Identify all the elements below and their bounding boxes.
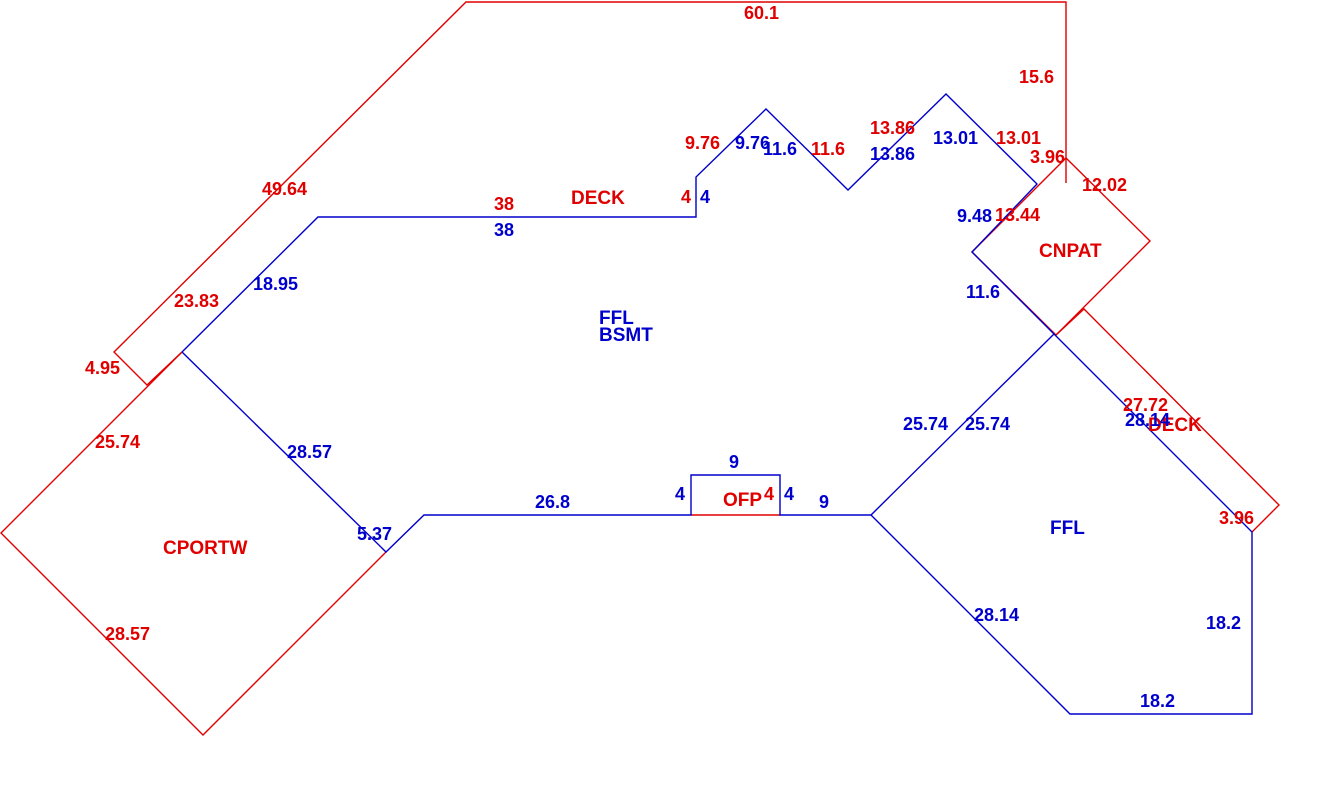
dim-red-top: 60.1 bbox=[744, 3, 779, 23]
dim-red-cportw-a: 25.74 bbox=[95, 432, 140, 452]
dim-red-cnpat-b: 13.44 bbox=[995, 205, 1040, 225]
dim-blue-left-small: 5.37 bbox=[357, 524, 392, 544]
dim-blue-mid-b: 25.74 bbox=[965, 414, 1010, 434]
dim-red-deck-right-a: 27.72 bbox=[1123, 395, 1168, 415]
dim-red-ofp-a: 4 bbox=[764, 484, 774, 504]
area-label-cnpat: CNPAT bbox=[1039, 241, 1102, 262]
ffl-bsmt-outline bbox=[181, 93, 1055, 553]
dim-blue-cnpat-left: 9.48 bbox=[957, 206, 992, 226]
dim-blue-step-a: 9.76 bbox=[735, 133, 770, 153]
dim-red-step-d: 13.01 bbox=[996, 128, 1041, 148]
dim-blue-small-b: 4 bbox=[700, 187, 710, 207]
dim-blue-lower-diag: 28.14 bbox=[974, 605, 1019, 625]
blue-dimension-labels: 38 4 9.76 11.6 13.86 13.01 9.48 11.6 18.… bbox=[253, 128, 1241, 711]
dim-blue-cnpat-lower: 11.6 bbox=[966, 282, 1000, 302]
area-label-ofp: OFP bbox=[723, 490, 762, 511]
dim-blue-step-d: 13.01 bbox=[933, 128, 978, 148]
dim-blue-step-b: 11.6 bbox=[763, 139, 797, 159]
dim-red-step-a: 9.76 bbox=[685, 133, 720, 153]
dim-red-corner-a: 3.96 bbox=[1030, 147, 1065, 167]
dim-red-diag-upper-left: 49.64 bbox=[262, 179, 307, 199]
dim-red-upper-a: 38 bbox=[494, 194, 514, 214]
dim-blue-left-diag: 18.95 bbox=[253, 274, 298, 294]
blue-outlines bbox=[181, 93, 1253, 715]
dim-blue-bottom-a: 26.8 bbox=[535, 492, 570, 512]
dim-blue-right-diag: 28.14 bbox=[1125, 410, 1170, 430]
dim-blue-mid-a: 25.74 bbox=[903, 414, 948, 434]
dim-red-left-b: 4.95 bbox=[85, 358, 120, 378]
red-outlines bbox=[0, 1, 1280, 736]
dim-blue-bottom-b: 9 bbox=[819, 492, 829, 512]
dim-blue-step-c: 13.86 bbox=[870, 144, 915, 164]
area-label-deck-top: DECK bbox=[571, 188, 625, 209]
dim-blue-ofp-right: 4 bbox=[784, 484, 794, 504]
dim-blue-bottom-right: 18.2 bbox=[1140, 691, 1175, 711]
deck-top-outline bbox=[113, 1, 1067, 386]
dim-blue-ofp-left: 4 bbox=[675, 484, 685, 504]
dim-red-right-vertical: 15.6 bbox=[1019, 67, 1054, 87]
cportw-outline bbox=[0, 351, 387, 736]
dim-red-deck-right-b: 3.96 bbox=[1219, 508, 1254, 528]
deck-right-outline bbox=[1055, 308, 1280, 533]
dim-blue-left-lower: 28.57 bbox=[287, 442, 332, 462]
area-label-ffl-right: FFL bbox=[1050, 518, 1085, 539]
area-label-deck-right: DECK bbox=[1148, 415, 1202, 436]
dim-red-small-a: 4 bbox=[681, 187, 691, 207]
red-dimension-labels: 60.1 15.6 49.64 38 4 9.76 11.6 13.86 13.… bbox=[85, 3, 1254, 644]
dim-blue-right-vertical: 18.2 bbox=[1206, 613, 1241, 633]
dim-red-left-a: 23.83 bbox=[174, 291, 219, 311]
area-labels: DECK FFL BSMT CNPAT DECK CPORTW FFL OFP bbox=[163, 188, 1202, 559]
dim-blue-upper-b: 38 bbox=[494, 220, 514, 240]
dim-red-cnpat-a: 12.02 bbox=[1082, 175, 1127, 195]
ffl-right-outline bbox=[870, 333, 1253, 715]
dim-red-step-c: 13.86 bbox=[870, 118, 915, 138]
area-label-ffl-bsmt-1: FFL bbox=[599, 308, 634, 329]
area-label-cportw: CPORTW bbox=[163, 538, 248, 559]
dim-red-step-b: 11.6 bbox=[811, 139, 845, 159]
dim-blue-ofp-top: 9 bbox=[729, 452, 739, 472]
dim-red-cportw-b: 28.57 bbox=[105, 624, 150, 644]
area-label-ffl-bsmt-2: BSMT bbox=[599, 325, 653, 346]
